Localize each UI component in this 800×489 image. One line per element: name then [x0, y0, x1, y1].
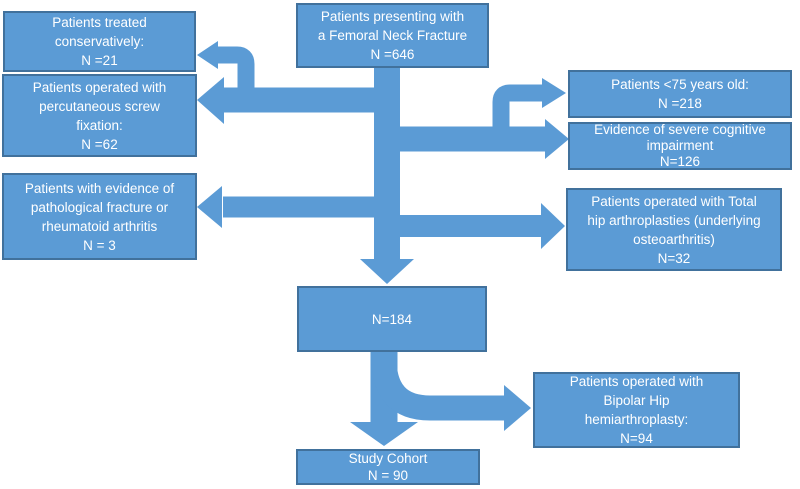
arrow-n184-to-bipolar [371, 357, 531, 431]
box-bipolar-hemiarthroplasty: Patients operated with Bipolar Hip hemia… [533, 372, 740, 448]
box-pathological-fracture: Patients with evidence of pathological f… [2, 173, 197, 260]
arrow-shaft [492, 84, 543, 148]
arrowhead-down-icon [350, 422, 418, 446]
arrow-shaft [371, 357, 505, 421]
box-cognitive-impairment: Evidence of severe cognitive impairment … [568, 122, 792, 170]
box-study-cohort: Study Cohort N = 90 [296, 449, 480, 485]
arrow-shaft [218, 46, 255, 106]
arrow-source-to-cognitive [394, 119, 569, 159]
arrow-source-to-pathological [197, 186, 388, 228]
box-treated-conservatively: Patients treated conservatively: N =21 [3, 11, 196, 72]
arrow-source-to-tha [394, 203, 565, 249]
arrowhead-right-icon [541, 203, 565, 249]
box-source-population: Patients presenting with a Femoral Neck … [296, 3, 489, 68]
arrowhead-right-icon [504, 385, 531, 431]
arrowhead-down-icon [360, 259, 414, 284]
arrow-source-to-conservative [197, 41, 255, 106]
box-under-75-years: Patients <75 years old: N =218 [568, 70, 792, 118]
arrow-source-to-screw [197, 77, 388, 124]
arrowhead-right-icon [545, 119, 569, 159]
box-percutaneous-screw-fixation: Patients operated with percutaneous scre… [2, 74, 197, 157]
arrow-source-to-under75 [492, 78, 566, 148]
arrowhead-left-icon [197, 77, 224, 124]
box-n184: N=184 [297, 286, 487, 352]
box-total-hip-arthroplasty: Patients operated with Total hip arthrop… [566, 188, 782, 271]
arrowhead-right-icon [542, 78, 566, 108]
arrowhead-left-icon [197, 41, 218, 69]
arrowhead-left-icon [197, 186, 222, 228]
